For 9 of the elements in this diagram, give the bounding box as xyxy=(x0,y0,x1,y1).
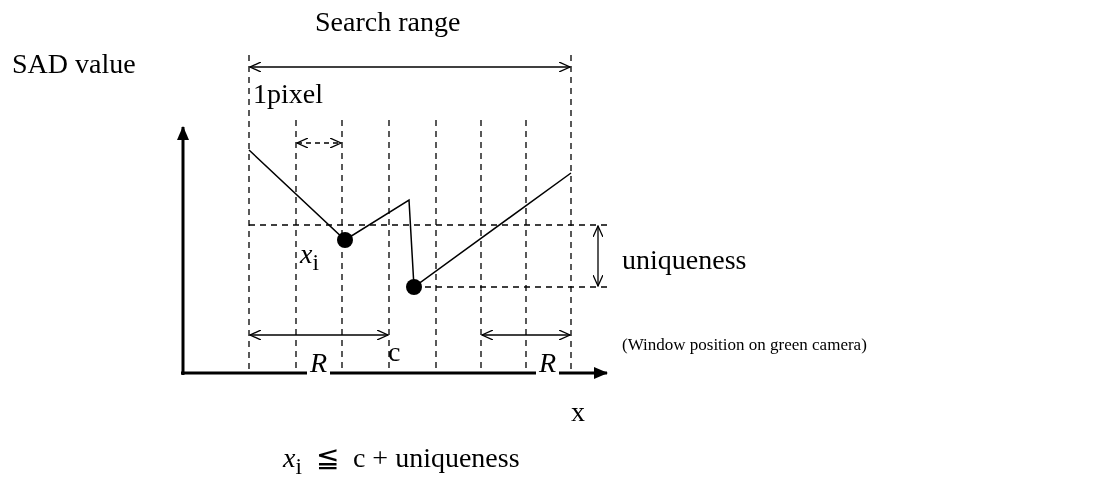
formula-text: x$_{i}$ ≦ c + uniqueness xyxy=(283,444,520,478)
point-label: x$_{i}$ xyxy=(300,240,319,274)
unit-label: 1pixel xyxy=(253,80,323,108)
note-text: (Window position on green camera) xyxy=(622,336,867,353)
axis-label: SAD value xyxy=(12,50,136,78)
axis-label: x xyxy=(571,398,585,426)
point-label: c xyxy=(388,338,401,366)
range-label: Search range xyxy=(315,8,461,36)
threshold-label: uniqueness xyxy=(622,246,747,274)
